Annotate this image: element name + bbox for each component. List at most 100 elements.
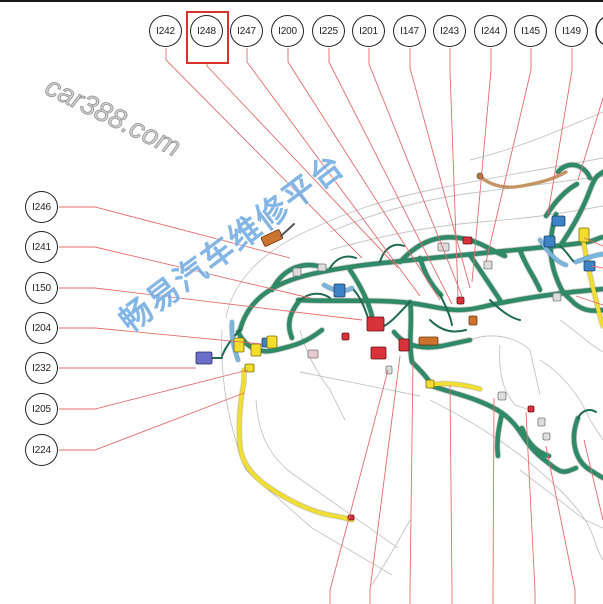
orange-connector — [260, 229, 284, 247]
connector-label-top: I145 — [514, 15, 547, 47]
violet-connectors — [195, 351, 213, 365]
leader-line-i246 — [59, 206, 291, 259]
harness-lower-right — [429, 383, 579, 474]
blue-connectors — [261, 215, 596, 348]
leader-lines — [59, 48, 603, 604]
red-connector — [370, 346, 387, 360]
harness-lower-far — [571, 415, 603, 481]
grey-connector — [307, 349, 319, 359]
yellow-connector — [578, 227, 590, 243]
harness-center-a — [347, 267, 375, 319]
red-connector — [456, 296, 465, 305]
branch-wire — [429, 319, 467, 333]
harness-upper-bundle — [397, 235, 508, 265]
leader-line-i225 — [328, 48, 453, 305]
leader-line-right — [577, 97, 603, 181]
connector-label-left: I205 — [25, 393, 58, 425]
leader-line-bottom — [525, 411, 536, 604]
harness-left-upper — [269, 262, 321, 293]
leader-line-i149 — [547, 48, 573, 215]
leader-line-i224 — [59, 392, 245, 451]
floor-right — [429, 399, 603, 561]
connector-label-left: I232 — [25, 352, 58, 384]
branch-wire — [299, 292, 331, 301]
connector-label-top: I200 — [271, 15, 304, 47]
yellow-connector — [233, 337, 245, 353]
connector-label-left: I204 — [25, 312, 58, 344]
connector-label-top: I201 — [352, 15, 385, 47]
grey-connector — [483, 260, 493, 270]
dash-upper-right — [469, 111, 603, 161]
red-connector — [398, 338, 410, 352]
branch-wire — [489, 299, 521, 321]
red-connector — [462, 236, 473, 245]
harness-top-curl — [555, 162, 593, 181]
harness-center-drop — [407, 299, 415, 365]
leader-line-bottom — [545, 445, 576, 604]
yellow-connector — [425, 379, 435, 389]
violet-connector — [195, 351, 213, 365]
harness-right-vertical — [548, 211, 574, 303]
branch-wire — [559, 245, 576, 263]
branch-wire — [379, 243, 405, 263]
center-console — [499, 344, 531, 411]
leader-line-i145 — [485, 48, 532, 263]
connector-label-left: I224 — [25, 434, 58, 466]
connector-label-left: I150 — [25, 272, 58, 304]
vehicle-interior-outline — [221, 111, 603, 586]
connector-label-top: I247 — [230, 15, 263, 47]
connector-label-top: I248 — [190, 15, 223, 47]
red-connector — [341, 332, 350, 341]
grey-connector — [552, 292, 562, 302]
connector-label-top: I149 — [555, 15, 588, 47]
leader-line-bottom — [409, 361, 414, 604]
connector-label-left: I246 — [25, 191, 58, 223]
leader-line-i248 — [206, 64, 399, 269]
grey-connector — [497, 391, 507, 401]
harness-lower-branch-a — [495, 410, 505, 459]
orange-connector — [418, 336, 439, 346]
leader-line-i242 — [165, 48, 363, 259]
grey-connector — [537, 417, 546, 427]
leader-line-bottom — [369, 355, 401, 604]
connector-label-left: I241 — [25, 231, 58, 263]
connector-label-top: I225 — [312, 15, 345, 47]
harness-center-b — [417, 255, 444, 298]
leader-line-bottom — [329, 369, 389, 604]
antenna-rod — [280, 223, 295, 237]
blue-connector — [333, 283, 346, 298]
dash-outer-left — [221, 329, 393, 576]
blue-tube-left — [229, 320, 240, 362]
branch-wire — [577, 409, 597, 419]
connector-label-top: I147 — [393, 15, 426, 47]
harness-left-loop — [287, 297, 303, 341]
orange-connector — [468, 315, 478, 326]
branch-wire — [329, 255, 357, 269]
leader-line-i205 — [59, 369, 249, 410]
branch-wire — [439, 294, 453, 326]
harness-center-d — [517, 247, 543, 293]
leader-line-i147 — [409, 48, 471, 289]
leader-line-i201 — [368, 48, 463, 297]
dash-inner-left — [255, 399, 399, 549]
connector-label-top: I244 — [474, 15, 507, 47]
lower-floor-line — [371, 519, 411, 586]
yellow-connector — [266, 335, 278, 349]
connector-label-partial — [595, 17, 603, 45]
blue-connector — [583, 260, 596, 272]
dash-mid-line — [299, 371, 421, 397]
connector-label-top: I243 — [433, 15, 466, 47]
yellow-harness-left — [237, 380, 354, 522]
blue-tube-right — [538, 238, 568, 267]
blue-tube-right-edge — [574, 252, 603, 264]
top-border-rule — [0, 0, 603, 2]
yellow-connector — [250, 343, 262, 357]
harness-lower-branch-b — [519, 425, 552, 459]
grey-connector — [317, 263, 327, 272]
branch-wire — [221, 329, 241, 357]
harness-right-up — [557, 169, 603, 249]
red-connector — [366, 316, 385, 332]
glovebox-edge — [559, 319, 603, 353]
